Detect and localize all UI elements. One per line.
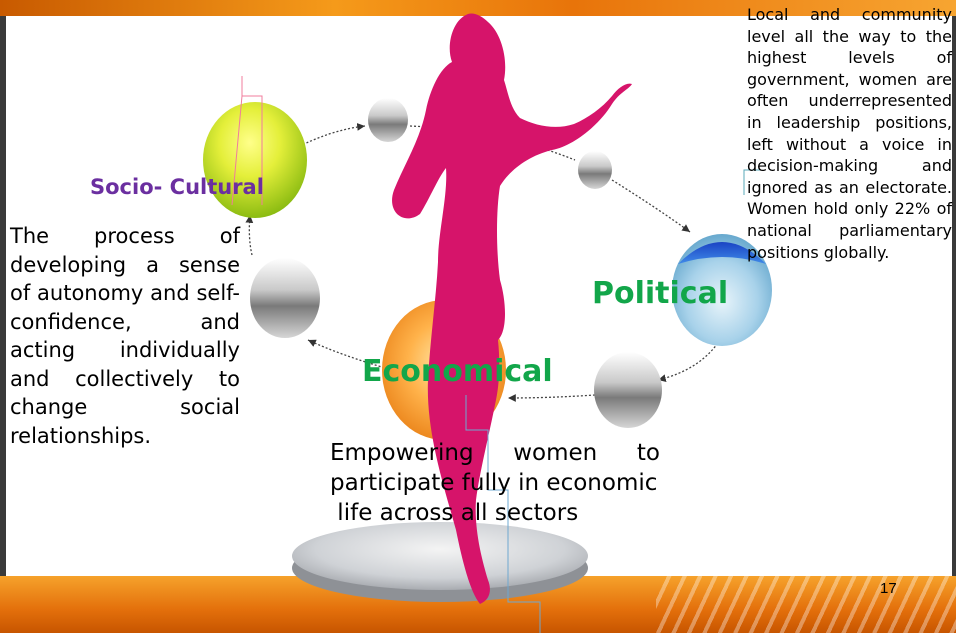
economical-label: Economical (362, 354, 553, 389)
grey-ball-1 (368, 98, 408, 142)
socio-cultural-text: The process of developing a sense of aut… (10, 224, 240, 448)
economical-text-line1: Empowering women to participate fully in… (330, 440, 660, 496)
political-label: Political (592, 276, 729, 311)
political-ball (672, 234, 772, 346)
top-orange-band (0, 0, 956, 16)
right-edge (952, 16, 956, 576)
grey-ball-3 (250, 258, 320, 338)
political-text: Local and community level all the way to… (747, 5, 952, 262)
left-edge (0, 16, 6, 576)
grey-ball-4 (594, 352, 662, 428)
slide-number: 17 (880, 580, 897, 597)
woman-silhouette-icon (392, 13, 632, 605)
economical-text: Empowering women to participate fully in… (330, 438, 660, 528)
economical-text-line2: life across all sectors (330, 500, 579, 526)
socio-cultural-label: Socio- Cultural (90, 175, 264, 199)
socio-cultural-ball (203, 102, 307, 218)
bottom-stripes (656, 576, 956, 633)
pedestal-icon (292, 522, 588, 602)
grey-ball-2 (578, 151, 612, 189)
